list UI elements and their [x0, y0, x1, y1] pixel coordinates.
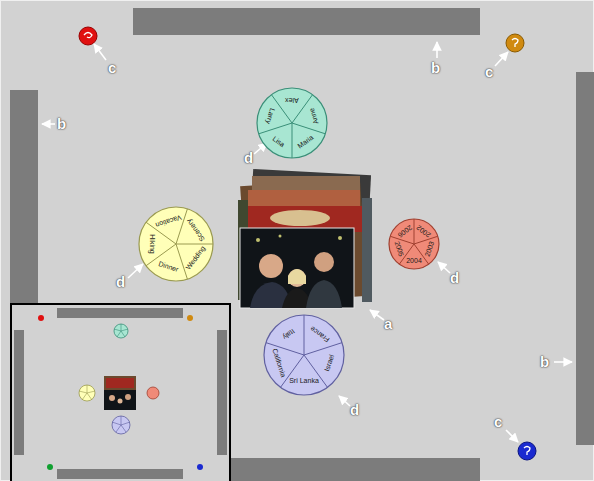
- callout-letter: b: [540, 354, 549, 370]
- category-pie: AlexAnneMariaLisaLarry: [256, 87, 328, 159]
- sector-label: 2004: [406, 257, 422, 265]
- callout-letter: c: [494, 414, 502, 430]
- bar: [230, 458, 480, 481]
- sector-label: Alex: [285, 96, 299, 104]
- callout-letter: d: [244, 150, 253, 166]
- bar: [133, 8, 480, 35]
- callout-letter: d: [116, 274, 125, 290]
- callout-letter: d: [350, 402, 359, 418]
- user-dot: [506, 34, 524, 52]
- callout-letter: d: [450, 270, 459, 286]
- category-pie: VacationSceneryWeddingDinnerHiking: [138, 206, 214, 282]
- sector-label: Sri Lanka: [289, 377, 319, 385]
- category-pie: ItalyFranceIsraelSri LankaCalifornia: [263, 314, 345, 396]
- user-dot: [518, 442, 536, 460]
- callout-letter: c: [108, 60, 116, 76]
- overview-inset: [11, 304, 230, 481]
- bar: [576, 72, 594, 445]
- leader-arrow: [42, 42, 572, 442]
- callout-letter: b: [57, 116, 66, 132]
- callout-letter: b: [431, 60, 440, 76]
- sector-label: Hiking: [148, 234, 156, 253]
- callout-letter: c: [485, 64, 493, 80]
- category-pie: 20022003200420052006: [388, 218, 440, 270]
- user-dot: [79, 27, 97, 45]
- callout-letter: a: [384, 316, 392, 332]
- photo-stack: [238, 169, 372, 308]
